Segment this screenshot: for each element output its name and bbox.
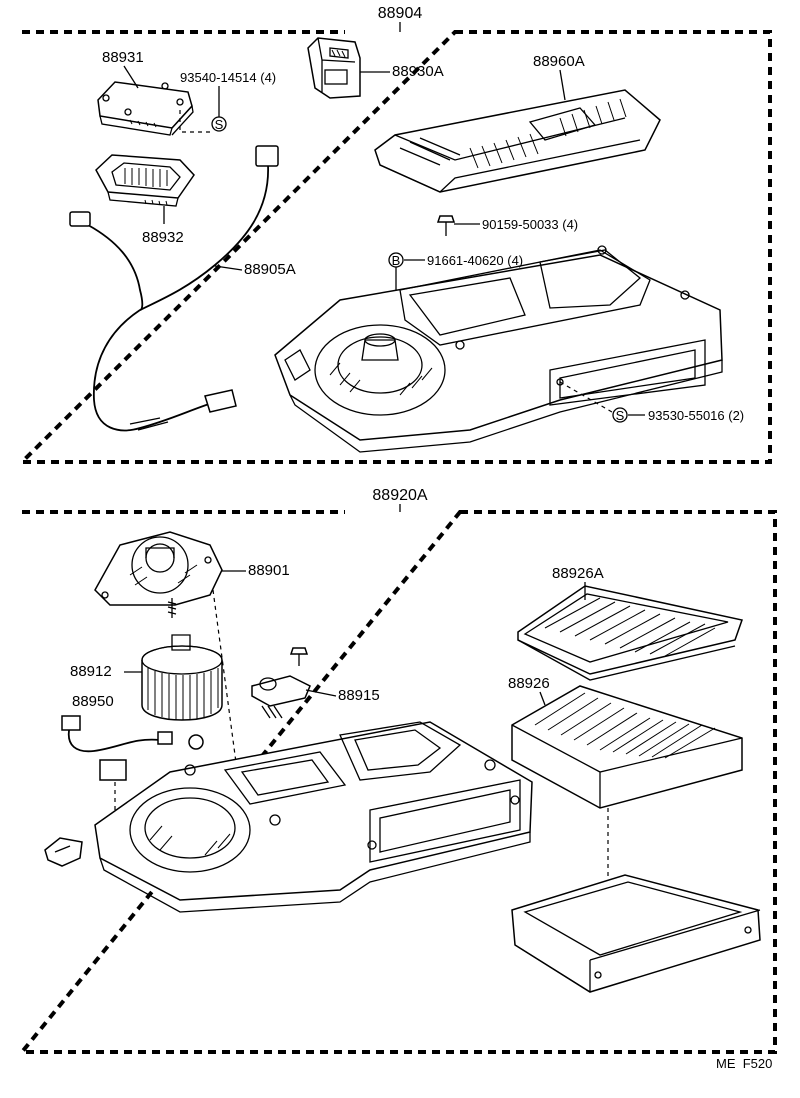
marker-s-2: S (616, 408, 625, 423)
group-88920A: 88920A 88901 88926A (17, 487, 777, 1054)
marker-s-1: S (215, 117, 224, 132)
label-88905A: 88905A (244, 261, 296, 278)
part-housing-top (274, 245, 723, 453)
label-88926: 88926 (508, 675, 550, 692)
label-88926A: 88926A (552, 565, 604, 582)
drawing-code: ME F520 (716, 1056, 772, 1071)
part-88926 (511, 685, 743, 809)
label-88950: 88950 (72, 693, 114, 710)
part-88932 (95, 154, 195, 207)
part-88960A (374, 89, 661, 193)
label-93540-14514: 93540-14514 (4) (180, 70, 276, 85)
label-88932: 88932 (142, 229, 184, 246)
label-88930A: 88930A (392, 63, 444, 80)
label-91661-40620: 91661-40620 (4) (427, 253, 523, 268)
part-88905A (69, 145, 279, 432)
label-88960A: 88960A (533, 53, 585, 70)
group-88904-frame (17, 30, 772, 464)
part-88931 (97, 81, 194, 136)
group-88920A-title: 88920A (372, 487, 427, 504)
part-filter-tray (511, 874, 761, 993)
label-88931: 88931 (102, 49, 144, 66)
group-88904: 88904 88931 93540-14514 (4) S 88930A (17, 5, 772, 464)
part-88915 (251, 675, 311, 719)
part-88930A (307, 37, 361, 99)
label-88912: 88912 (70, 663, 112, 680)
part-88926A (517, 585, 743, 681)
label-93530-55016: 93530-55016 (2) (648, 408, 744, 423)
marker-b: B (392, 253, 401, 268)
part-housing-bottom (94, 721, 533, 913)
part-88912 (141, 634, 223, 721)
part-88950 (61, 715, 204, 781)
part-clip (44, 837, 83, 867)
s-marker-icon (612, 407, 628, 423)
label-88915: 88915 (338, 687, 380, 704)
label-90159-50033: 90159-50033 (4) (482, 217, 578, 232)
screw-90159-50033 (436, 215, 456, 236)
label-88901: 88901 (248, 562, 290, 579)
part-88901 (94, 531, 223, 618)
group-88904-title: 88904 (378, 5, 423, 22)
